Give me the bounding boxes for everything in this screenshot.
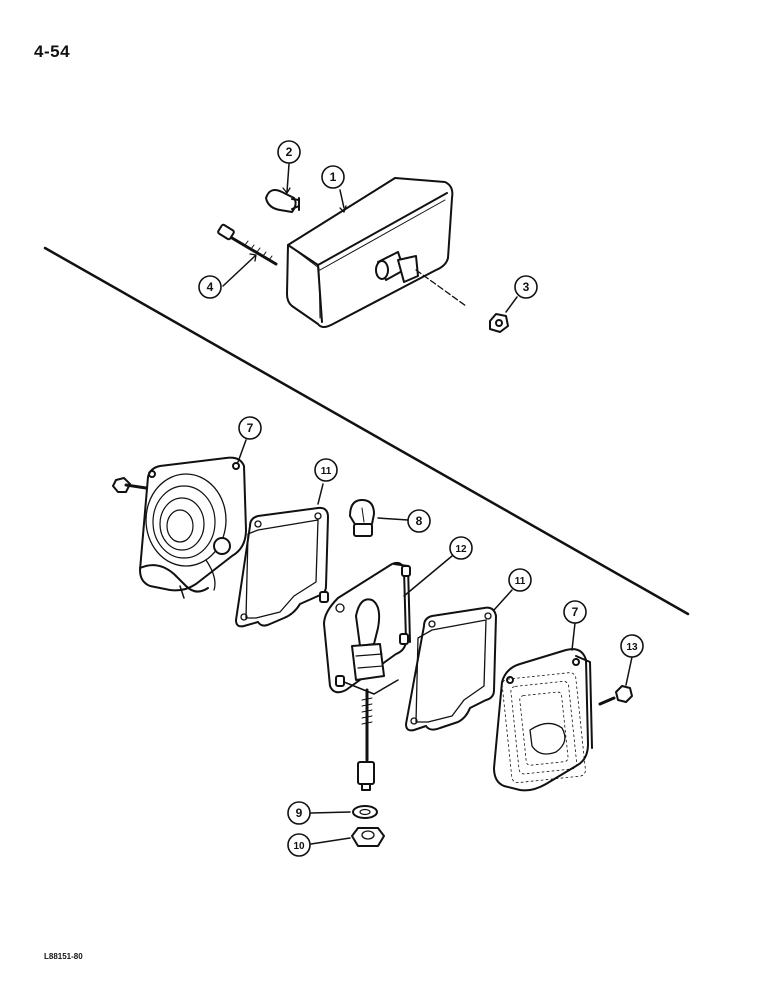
callout-circle-4 xyxy=(198,275,222,299)
leader-11-left xyxy=(317,483,324,505)
callout-circle-2 xyxy=(277,140,301,164)
callout-label-9: 9 xyxy=(296,806,303,820)
callout-label-1: 1 xyxy=(330,170,337,184)
page-number: 4-54 xyxy=(34,42,71,61)
leader-1 xyxy=(339,189,345,209)
callout-label-11-right: 11 xyxy=(515,576,526,587)
callout-label-10: 10 xyxy=(293,841,305,852)
lens-part-7-left xyxy=(139,456,247,599)
callout-label-12: 12 xyxy=(455,544,467,555)
screw-part-13 xyxy=(598,685,633,706)
lock-washer-part-9 xyxy=(352,805,378,819)
callout-circle-7-left xyxy=(238,416,262,440)
callout-circle-11-left xyxy=(314,458,338,482)
leader-9 xyxy=(310,811,351,814)
callout-circle-3 xyxy=(514,275,538,299)
screw-part-4 xyxy=(217,223,278,266)
lens-part-7-right xyxy=(493,648,593,792)
screw-left xyxy=(112,477,148,493)
callout-label-3: 3 xyxy=(523,280,530,294)
nut-part-10 xyxy=(351,827,385,847)
leader-12 xyxy=(403,555,453,597)
lamp-housing-part-1 xyxy=(286,177,467,328)
callout-circle-11-right xyxy=(508,568,532,592)
figure-code: L88151-80 xyxy=(44,952,83,961)
leader-13 xyxy=(625,656,633,686)
leader-11-right xyxy=(493,589,513,611)
leader-4 xyxy=(222,255,256,287)
callout-circle-12 xyxy=(449,536,473,560)
callout-circle-10 xyxy=(287,833,311,857)
nut-part-3 xyxy=(489,313,509,333)
gasket-part-11-left xyxy=(235,506,329,628)
callout-circle-13 xyxy=(620,634,644,658)
bulb-part-2 xyxy=(265,189,300,213)
callout-label-7-left: 7 xyxy=(247,421,254,435)
leader-3 xyxy=(505,296,518,313)
socket-plate-part-12 xyxy=(319,561,411,791)
callout-label-4: 4 xyxy=(207,280,214,294)
callout-circle-9 xyxy=(287,801,311,825)
callout-label-2: 2 xyxy=(286,145,293,159)
callout-circle-7-right xyxy=(563,600,587,624)
callout-label-8: 8 xyxy=(416,514,423,528)
leader-2 xyxy=(286,163,290,193)
leader-7-left xyxy=(237,439,247,463)
leader-7-right xyxy=(571,622,576,651)
callout-label-13: 13 xyxy=(626,642,638,653)
leader-10 xyxy=(310,837,351,845)
gasket-part-11-right xyxy=(405,606,497,732)
leader-8 xyxy=(377,517,409,521)
callout-label-11-left: 11 xyxy=(321,466,332,477)
callout-label-7-right: 7 xyxy=(572,605,579,619)
divider-line xyxy=(43,246,690,616)
callout-circle-1 xyxy=(321,165,345,189)
callout-circle-8 xyxy=(407,509,431,533)
bulb-part-8 xyxy=(349,499,375,537)
